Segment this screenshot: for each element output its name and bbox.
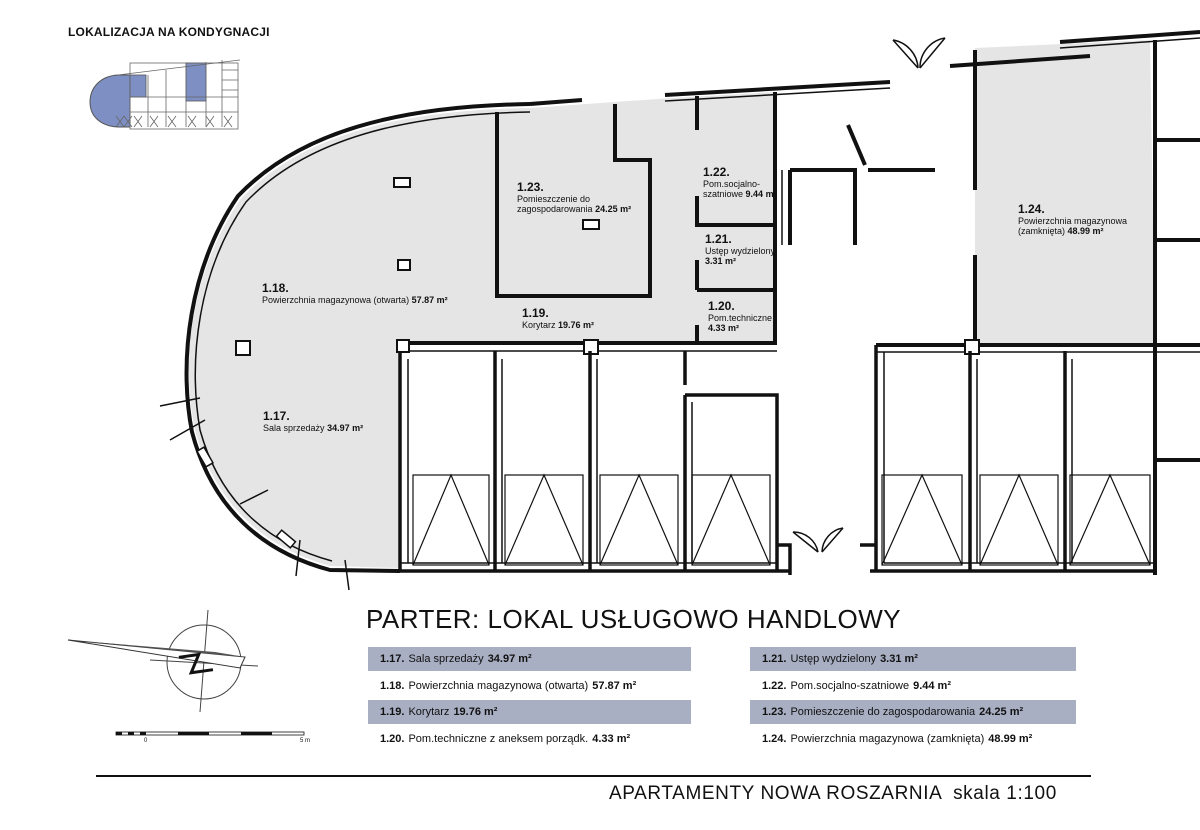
scale-label-zero: 0 xyxy=(144,738,148,744)
room-1-24-area xyxy=(975,40,1155,345)
main-title: PARTER: LOKAL USŁUGOWO HANDLOWY xyxy=(366,604,902,634)
room-label-1-19: 1.19.Korytarz 19.76 m² xyxy=(522,306,595,330)
scale-label-five: 5 m xyxy=(300,738,311,744)
room-label-1-17: 1.17.Sala sprzedaży 34.97 m² xyxy=(263,409,364,433)
columns xyxy=(235,177,980,356)
footer-title: APARTAMENTY NOWA ROSZARNIA skala 1:100 xyxy=(609,783,1057,804)
legend-row: 1.18.Powierzchnia magazynowa (otwarta)57… xyxy=(380,680,637,692)
garage-doors xyxy=(412,473,1151,566)
room-label-1-22: 1.22.Pom.socjalno-szatniowe 9.44 m² xyxy=(703,165,777,199)
room-label-1-18: 1.18.Powierzchnia magazynowa (otwarta) 5… xyxy=(262,281,448,305)
scale-bar xyxy=(115,731,305,736)
curved-facade-wall xyxy=(184,102,531,573)
facade-window-marks xyxy=(159,397,350,591)
garage-walls xyxy=(398,345,1155,575)
legend-row: 1.24.Powierzchnia magazynowa (zamknięta)… xyxy=(762,733,1033,745)
key-plan xyxy=(89,59,241,130)
room-label-1-24: 1.24.Powierzchnia magazynowa(zamknięta) … xyxy=(1018,202,1128,236)
north-arrow-icon xyxy=(67,609,259,713)
unit-floor-area xyxy=(188,92,775,568)
footer-divider xyxy=(96,775,1091,777)
entrance-door-bottom xyxy=(792,527,844,553)
entrance-door-top xyxy=(892,37,946,69)
location-title: LOKALIZACJA NA KONDYGNACJI xyxy=(68,25,270,39)
legend-row: 1.20.Pom.techniczne z aneksem porządk.4.… xyxy=(380,733,631,745)
